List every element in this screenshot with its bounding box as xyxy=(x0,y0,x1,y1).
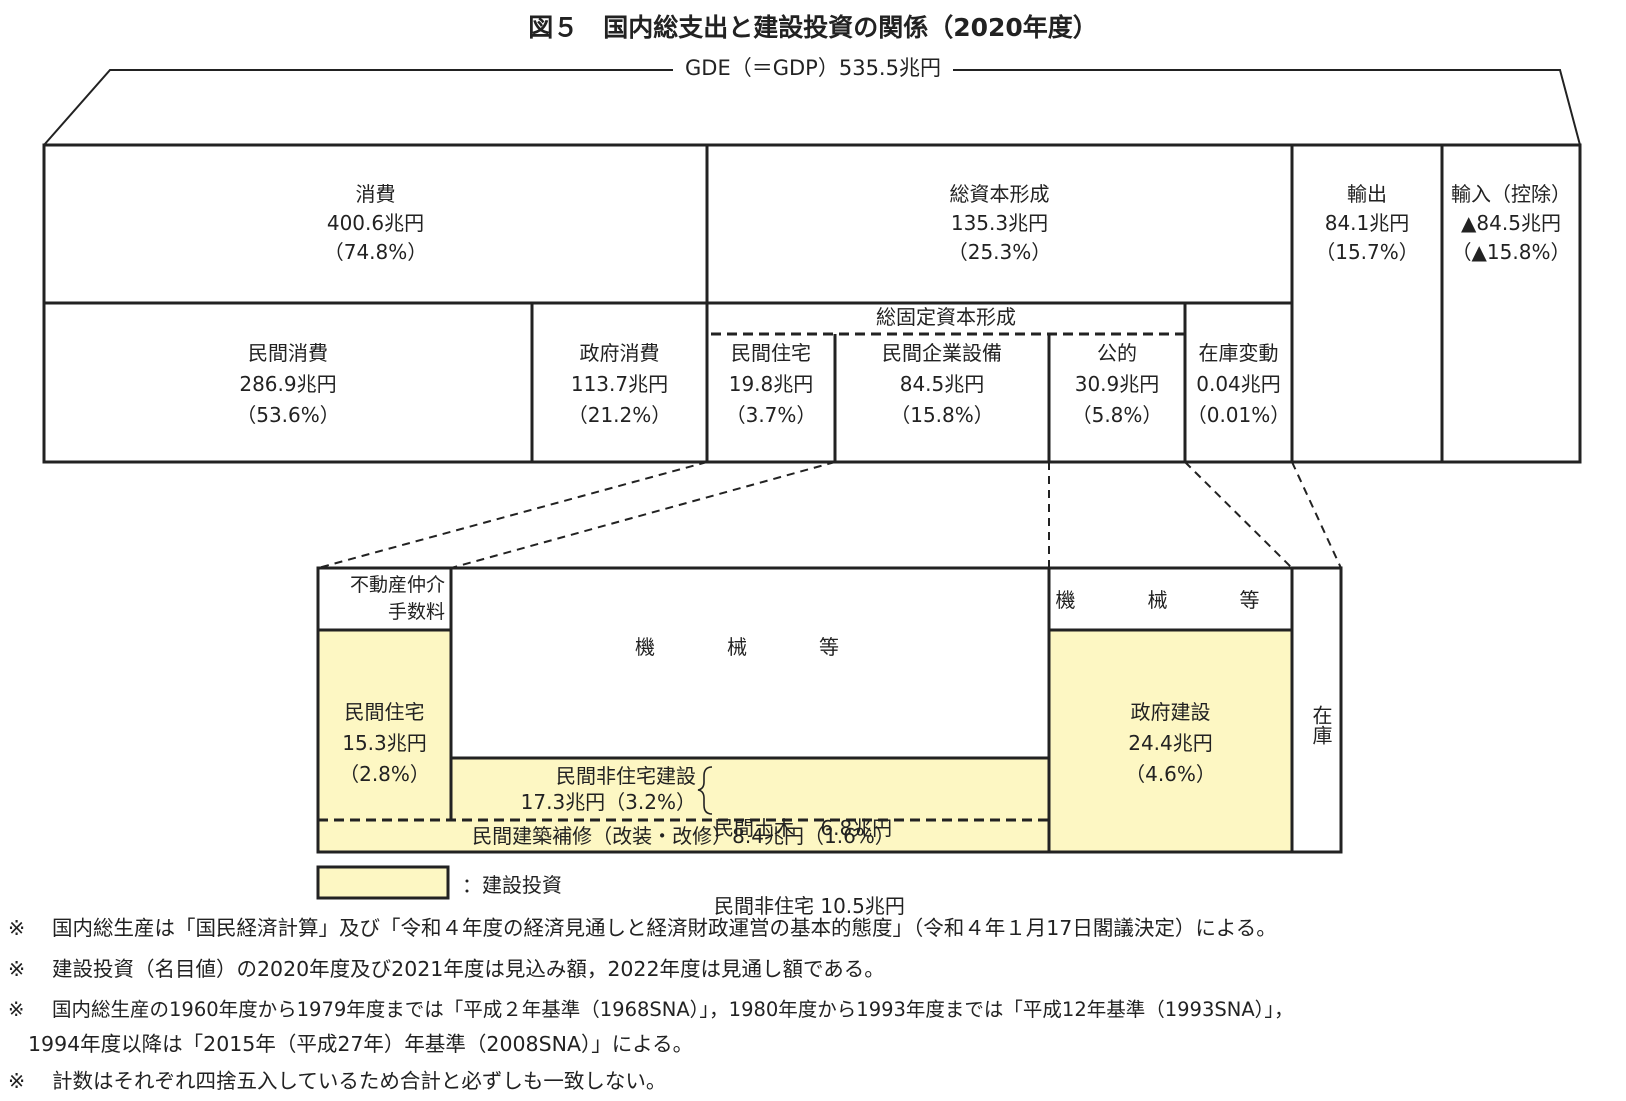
connector-lines xyxy=(317,461,1342,569)
legend-label: ：建設投資 xyxy=(462,873,562,897)
cell-private-housing: 民間住宅 19.8兆円 （3.7%） xyxy=(725,341,817,427)
brace-icon xyxy=(697,766,713,815)
cell-repair: 民間建築補修（改装・改修）8.4兆円（1.6%） xyxy=(472,824,895,848)
cell-non-residential: 民間非住宅建設 17.3兆円（3.2%） xyxy=(520,764,696,814)
non-residential-breakdown: 民間土木 6.8兆円 民間非住宅 10.5兆円 xyxy=(714,816,905,918)
fill-gov-construction xyxy=(1049,630,1292,852)
cell-public: 公的 30.9兆円 （5.8%） xyxy=(1071,341,1163,427)
cell-machinery-right: 機 械 等 xyxy=(1055,588,1286,612)
cell-private-equipment: 民間企業設備 84.5兆円 （15.8%） xyxy=(882,341,1002,427)
fill-non-residential xyxy=(451,758,1049,852)
note-2: ※建設投資（名目値）の2020年度及び2021年度は見込み額，2022年度は見通… xyxy=(8,957,885,981)
cell-construction-private-housing: 民間住宅 15.3兆円 （2.8%） xyxy=(339,700,430,786)
cell-machinery-left: 機 械 等 xyxy=(635,635,865,659)
cell-brokerage: 不動産仲介 手数料 xyxy=(349,574,445,623)
cell-exports: 輸出 84.1兆円 （15.7%） xyxy=(1315,182,1419,264)
note-3: ※国内総生産の1960年度から1979年度までは「平成２年基準（1968SNA）… xyxy=(8,998,1294,1021)
note-1: ※国内総生産は「国民経済計算」及び「令和４年度の経済見通しと経済財政運営の基本的… xyxy=(8,916,1277,940)
cell-gross-capital: 総資本形成 135.3兆円 （25.3%） xyxy=(947,182,1052,264)
legend-swatch xyxy=(316,865,450,900)
fixed-capital-label: 総固定資本形成 xyxy=(876,305,1016,329)
cell-gov-construction: 政府建設 24.4兆円 （4.6%） xyxy=(1125,700,1216,786)
cell-imports: 輸入（控除） ▲84.5兆円 （▲15.8%） xyxy=(1451,182,1571,264)
note-4: ※計数はそれぞれ四捨五入しているため合計と必ずしも一致しない。 xyxy=(8,1069,667,1093)
cell-private-consumption: 民間消費 286.9兆円 （53.6%） xyxy=(236,341,340,427)
figure-title: 図５ 国内総支出と建設投資の関係（2020年度） xyxy=(528,13,1098,42)
cell-consumption: 消費 400.6兆円 （74.8%） xyxy=(323,182,428,264)
cell-inventory: 在庫変動 0.04兆円 （0.01%） xyxy=(1186,341,1291,427)
note-3-continued: 1994年度以降は「2015年（平成27年）年基準（2008SNA）」による。 xyxy=(28,1032,694,1056)
gde-label: GDE（＝GDP）535.5兆円 xyxy=(673,56,953,80)
cell-gov-consumption: 政府消費 113.7兆円 （21.2%） xyxy=(567,341,672,427)
fill-private-housing xyxy=(318,630,451,852)
cell-bottom-inventory: 在庫 xyxy=(1309,705,1333,745)
